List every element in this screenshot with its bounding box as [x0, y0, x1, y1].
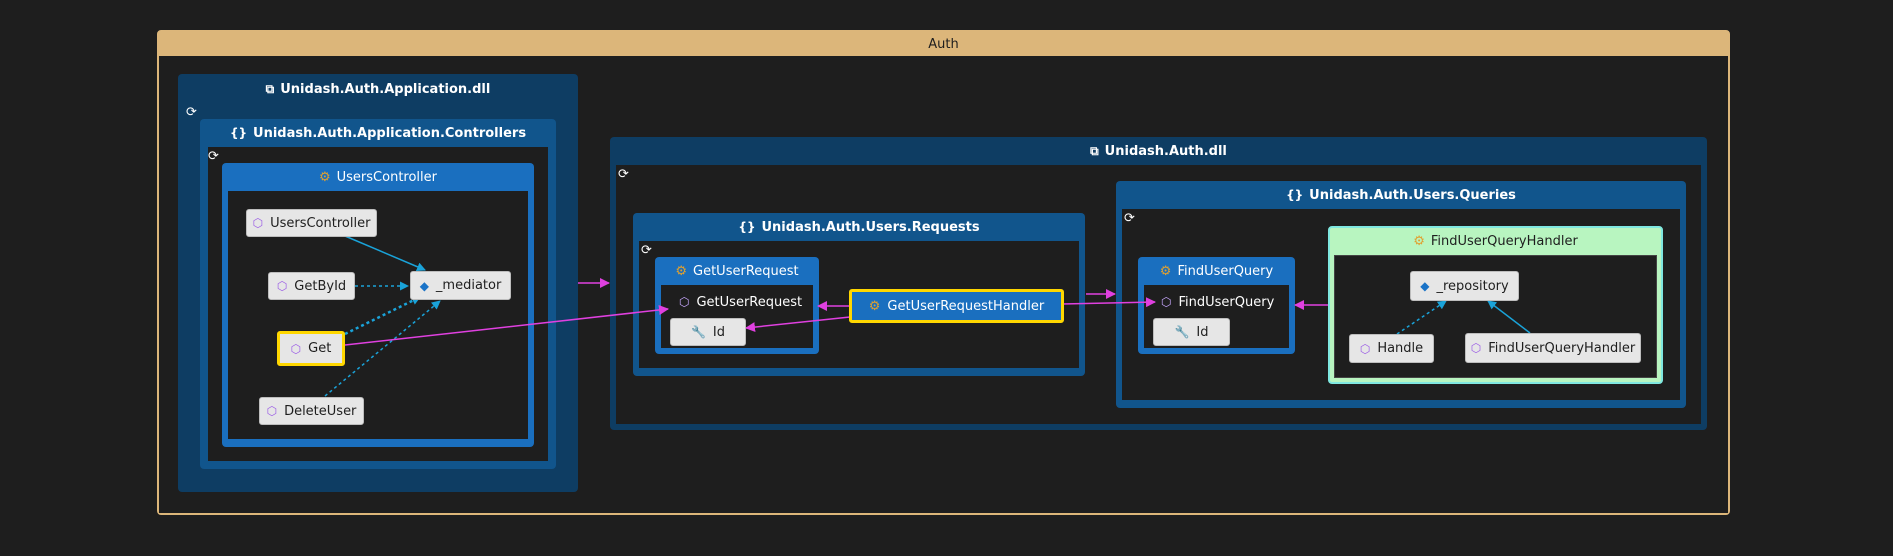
method-icon: ⬡ — [1359, 341, 1371, 356]
node-get-by-id[interactable]: ⬡ GetById — [268, 272, 355, 300]
class-icon: ⚙ — [1159, 263, 1172, 279]
node-label: _repository — [1436, 278, 1509, 294]
node-label: UsersController — [270, 215, 371, 231]
node-find-user-query-ctor[interactable]: ⬡ FindUserQuery — [1161, 290, 1287, 314]
namespace-icon: {} — [1286, 188, 1304, 202]
node-label: GetById — [294, 278, 347, 294]
class-users-controller-label: UsersController — [336, 169, 437, 185]
assembly-auth-dll-header: ⧉ Unidash.Auth.dll — [610, 137, 1707, 165]
node-get-user-request-handler[interactable]: ⚙ GetUserRequestHandler — [849, 289, 1064, 323]
class-get-user-request-label: GetUserRequest — [693, 263, 799, 279]
node-mediator[interactable]: ◆ _mediator — [410, 271, 511, 300]
method-icon: ⬡ — [290, 341, 302, 356]
class-icon: ⚙ — [868, 298, 881, 314]
namespace-users-queries-label: Unidash.Auth.Users.Queries — [1309, 187, 1516, 203]
method-icon: ⬡ — [266, 404, 278, 418]
node-handle[interactable]: ⬡ Handle — [1349, 334, 1434, 363]
node-label: FindUserQueryHandler — [1488, 340, 1636, 356]
node-label: FindUserQuery — [1178, 294, 1275, 310]
namespace-users-requests-label: Unidash.Auth.Users.Requests — [761, 219, 980, 235]
refresh-icon[interactable]: ⟳ — [618, 167, 629, 182]
node-users-controller-ctor[interactable]: ⬡ UsersController — [246, 209, 377, 237]
class-icon: ⚙ — [675, 263, 688, 279]
method-icon: ⬡ — [679, 295, 690, 309]
node-request-id[interactable]: 🔧 Id — [670, 318, 746, 346]
namespace-icon: {} — [738, 220, 756, 234]
namespace-app-controllers-label: Unidash.Auth.Application.Controllers — [253, 125, 527, 141]
class-find-user-query-handler-header: ⚙ FindUserQueryHandler — [1330, 228, 1661, 255]
node-label: DeleteUser — [284, 403, 357, 419]
assembly-app-dll-label: Unidash.Auth.Application.dll — [280, 81, 491, 97]
node-label: Id — [1196, 324, 1209, 340]
class-icon: ⚙ — [1413, 234, 1425, 249]
assembly-icon: ⧉ — [1090, 144, 1099, 158]
node-repository[interactable]: ◆ _repository — [1410, 271, 1519, 301]
class-find-user-query-label: FindUserQuery — [1177, 263, 1274, 279]
namespace-users-queries-header: {} Unidash.Auth.Users.Queries — [1116, 181, 1686, 209]
auth-group-title: Auth — [159, 32, 1728, 56]
class-get-user-request-header: ⚙ GetUserRequest — [655, 257, 819, 285]
node-get-user-request-ctor[interactable]: ⬡ GetUserRequest — [679, 290, 809, 314]
node-delete-user[interactable]: ⬡ DeleteUser — [259, 397, 364, 425]
class-icon: ⚙ — [318, 169, 331, 185]
assembly-icon: ⧉ — [265, 82, 275, 96]
node-label: _mediator — [435, 278, 502, 293]
method-icon: ⬡ — [252, 216, 264, 230]
refresh-icon[interactable]: ⟳ — [641, 243, 652, 258]
namespace-icon: {} — [229, 126, 248, 140]
node-get[interactable]: ⬡ Get — [277, 331, 345, 366]
node-label: Get — [308, 341, 332, 356]
assembly-auth-dll-label: Unidash.Auth.dll — [1104, 143, 1227, 159]
namespace-app-controllers-header: {} Unidash.Auth.Application.Controllers — [200, 119, 556, 147]
class-find-user-query-handler-label: FindUserQueryHandler — [1430, 234, 1578, 249]
refresh-icon[interactable]: ⟳ — [186, 105, 197, 120]
wrench-icon: 🔧 — [1174, 325, 1190, 339]
auth-group-label: Auth — [928, 36, 959, 52]
field-icon: ◆ — [1420, 279, 1430, 293]
namespace-users-requests-header: {} Unidash.Auth.Users.Requests — [633, 213, 1085, 241]
node-label: GetUserRequest — [696, 294, 803, 310]
node-label: Handle — [1377, 341, 1424, 356]
class-find-user-query-header: ⚙ FindUserQuery — [1138, 257, 1295, 285]
field-icon: ◆ — [419, 278, 429, 293]
refresh-icon[interactable]: ⟳ — [1124, 211, 1135, 226]
wrench-icon: 🔧 — [690, 325, 706, 339]
method-icon: ⬡ — [1470, 341, 1482, 355]
node-query-id[interactable]: 🔧 Id — [1153, 318, 1230, 346]
method-icon: ⬡ — [276, 279, 288, 293]
node-label: Id — [712, 324, 726, 340]
node-label: GetUserRequestHandler — [887, 298, 1045, 314]
method-icon: ⬡ — [1161, 295, 1172, 309]
assembly-app-dll-header: ⧉ Unidash.Auth.Application.dll — [178, 74, 578, 104]
refresh-icon[interactable]: ⟳ — [208, 149, 219, 164]
class-users-controller-header: ⚙ UsersController — [222, 163, 534, 191]
node-find-user-query-handler-ctor[interactable]: ⬡ FindUserQueryHandler — [1465, 333, 1641, 363]
